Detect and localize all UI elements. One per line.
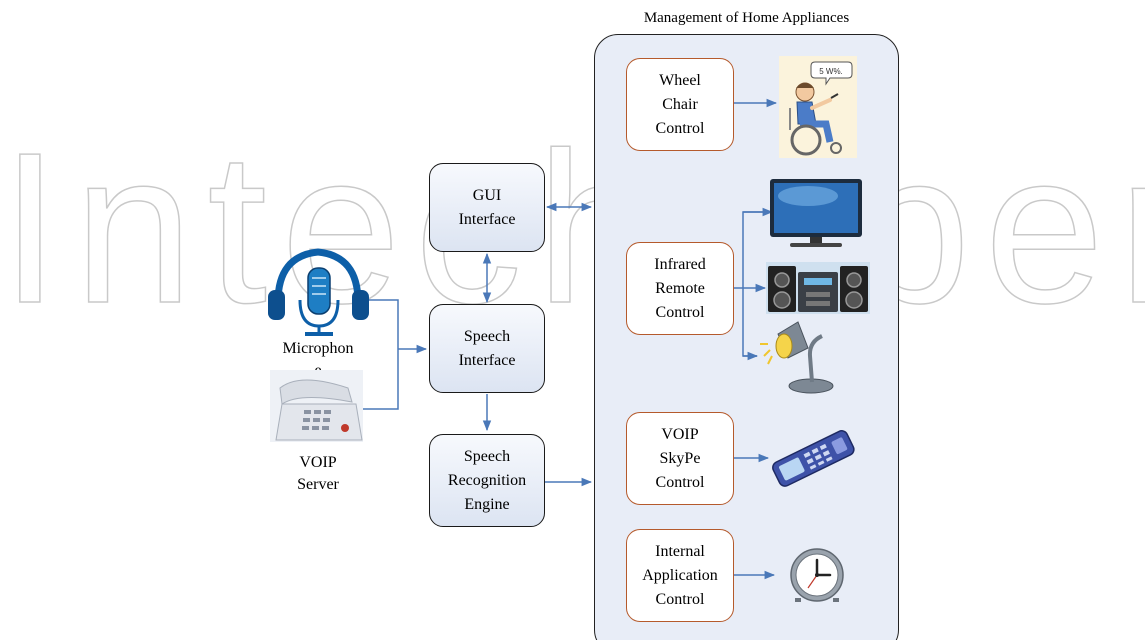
speech-recognition-engine-box: Speech Recognition Engine: [429, 434, 545, 527]
infrared-remote-control-box: Infrared Remote Control: [626, 242, 734, 335]
voip-skype-control-box: VOIP SkyPe Control: [626, 412, 734, 505]
television-icon: [770, 179, 862, 247]
connector-inputs-speech: [363, 299, 426, 410]
mobile-phone-icon: [772, 430, 855, 487]
internal-application-control-box: Internal Application Control: [626, 529, 734, 622]
wheel-chair-control-box: Wheel Chair Control: [626, 58, 734, 151]
desk-lamp-icon: [760, 321, 834, 394]
voip-server-label: VOIP Server: [297, 454, 339, 493]
watermark: IntechOpen: [0, 107, 1145, 348]
headset-microphone-icon: [268, 248, 369, 336]
wheelchair-user-icon: 5 W%.: [779, 56, 857, 158]
clock-icon: [790, 548, 844, 602]
panel-title: Management of Home Appliances: [643, 10, 850, 26]
microphone-label: Microphon e: [282, 340, 354, 370]
stereo-system-icon: [766, 262, 870, 314]
voip-phone-icon: [270, 370, 363, 442]
speech-bubble-text: 5 W%.: [819, 67, 843, 76]
speech-interface-box: Speech Interface: [429, 304, 545, 393]
gui-interface-box: GUI Interface: [429, 163, 545, 252]
